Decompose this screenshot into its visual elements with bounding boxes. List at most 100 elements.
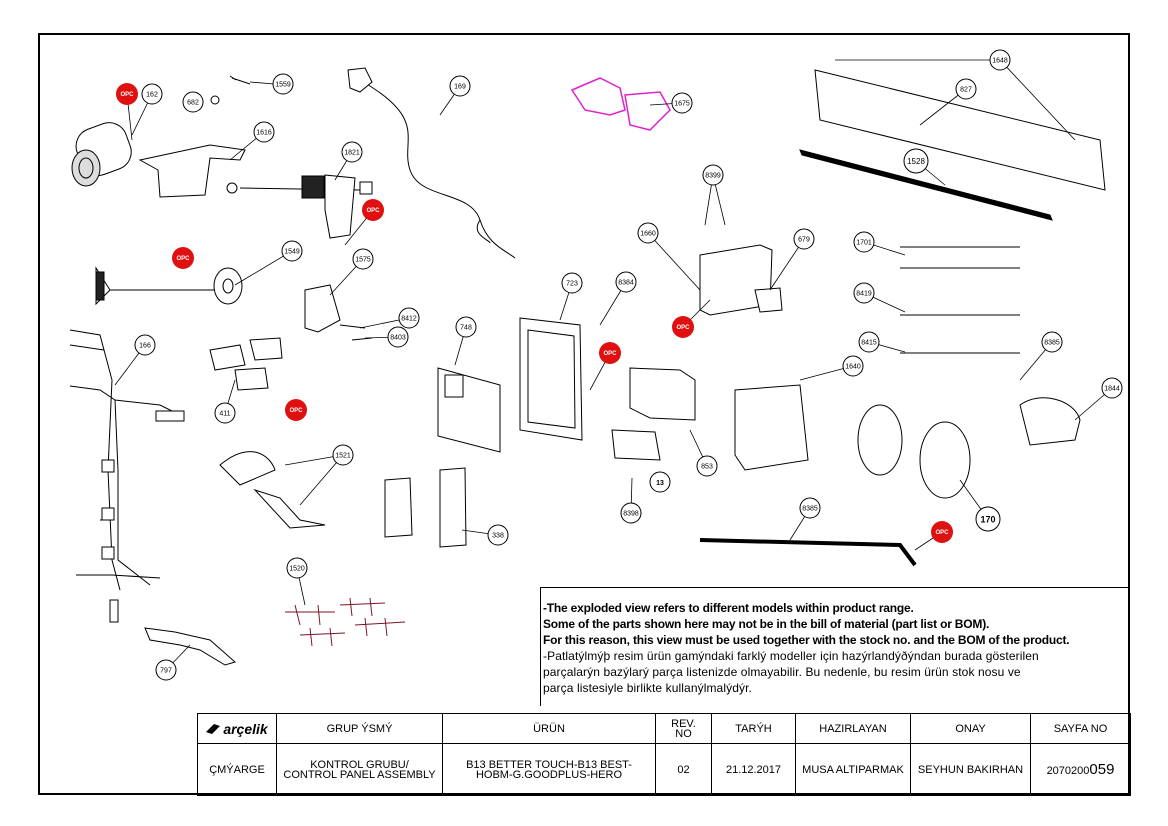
svg-text:338: 338 <box>492 533 504 540</box>
header-date: TARÝH <box>711 713 796 744</box>
svg-text:8385: 8385 <box>1044 340 1060 347</box>
callout-8403: 8403 <box>387 326 409 348</box>
callout-853: 853 <box>696 455 718 477</box>
part-strip-1528 <box>799 149 1053 221</box>
callout-827: 827 <box>955 78 977 100</box>
part-pink-1675 <box>570 77 671 131</box>
note-tr-line: parçalarýn bazýlarý parça listenizde olm… <box>543 665 1021 679</box>
callout-1675: 1675 <box>671 92 693 114</box>
part-capacitor <box>71 122 132 187</box>
callout-8419: 8419 <box>853 282 875 304</box>
opc-badge: OPC <box>116 83 138 105</box>
callout-170: 170 <box>975 506 1001 532</box>
svg-text:1521: 1521 <box>335 453 351 460</box>
svg-text:748: 748 <box>460 325 472 332</box>
svg-text:8419: 8419 <box>856 291 872 298</box>
callout-8399: 8399 <box>702 164 724 186</box>
svg-text:1660: 1660 <box>640 231 656 238</box>
opc-badge: OPC <box>362 199 384 221</box>
part-connector-338 <box>384 467 467 548</box>
opc-badge: OPC <box>285 399 307 421</box>
svg-text:13: 13 <box>656 480 664 487</box>
svg-text:OPC: OPC <box>176 256 190 262</box>
approved-value: SEYHUN BAKIRHAN <box>910 743 1031 796</box>
callout-8415: 8415 <box>858 331 880 353</box>
callout-1844: 1844 <box>1101 377 1123 399</box>
part-levers-1521 <box>219 451 326 529</box>
date-value: 21.12.2017 <box>711 743 796 796</box>
note-en-line: -The exploded view refers to different m… <box>543 601 914 615</box>
callout-748: 748 <box>455 316 477 338</box>
svg-text:1520: 1520 <box>289 566 305 573</box>
opc-badge: OPC <box>599 342 621 364</box>
rev-no-value: 02 <box>655 743 712 796</box>
svg-text:1844: 1844 <box>1104 386 1120 393</box>
svg-text:8412: 8412 <box>401 316 417 323</box>
svg-text:OPC: OPC <box>603 351 617 357</box>
note-tr-line: parça listesiyle birlikte kullanýlmalýdý… <box>543 681 752 695</box>
svg-text:8385: 8385 <box>802 506 818 513</box>
header-rev-no: REV.NO <box>655 713 712 744</box>
svg-text:OPC: OPC <box>935 530 949 536</box>
svg-text:1575: 1575 <box>355 257 371 264</box>
svg-text:8403: 8403 <box>390 335 406 342</box>
callout-8412: 8412 <box>398 307 420 329</box>
opc-badge: OPC <box>672 316 694 338</box>
opc-badge: OPC <box>931 521 953 543</box>
opc-badge: OPC <box>172 247 194 269</box>
part-clip-1844 <box>1019 397 1081 446</box>
prepared-value: MUSA ALTIPARMAK <box>795 743 911 796</box>
callouts: 162 682 1559 169 1675 1648 827 1616 1821… <box>134 49 1123 681</box>
callout-679: 679 <box>793 228 815 250</box>
part-bracket <box>138 144 246 198</box>
svg-text:827: 827 <box>960 87 972 94</box>
part-switch-13 <box>611 429 661 461</box>
arcelik-logo: arçelik <box>206 721 268 737</box>
note-tr-line: -Patlatýlmýþ resim ürün gamýndaki farklý… <box>543 649 1039 663</box>
callout-1520: 1520 <box>286 557 308 579</box>
header-group-name: GRUP ÝSMÝ <box>276 713 443 744</box>
svg-text:162: 162 <box>146 92 158 99</box>
part-pump-1640 <box>734 384 809 471</box>
part-cable-169 <box>359 79 516 259</box>
callout-797: 797 <box>155 659 177 681</box>
svg-text:8415: 8415 <box>861 340 877 347</box>
header-approved: ONAY <box>910 713 1031 744</box>
svg-text:1821: 1821 <box>344 150 360 157</box>
callout-8385-b: 8385 <box>799 497 821 519</box>
sheet-no-value: 2070200059 <box>1030 743 1131 796</box>
part-cable-ties <box>900 246 1020 354</box>
part-cover-853 <box>629 367 696 421</box>
header-product: ÜRÜN <box>442 713 656 744</box>
header-sheet-no: SAYFA NO <box>1030 713 1131 744</box>
note-en-line: Some of the parts shown here may not be … <box>543 617 990 631</box>
svg-text:797: 797 <box>160 668 172 675</box>
callout-1575: 1575 <box>352 248 374 270</box>
logo-mark-icon <box>206 723 221 734</box>
svg-text:723: 723 <box>566 281 578 288</box>
part-wire-harness <box>69 329 185 623</box>
part-rail-827 <box>814 69 1106 191</box>
part-valve-1821 <box>226 174 373 239</box>
callout-338: 338 <box>487 524 509 546</box>
part-clips-411 <box>209 337 283 391</box>
callout-1549: 1549 <box>281 240 303 262</box>
svg-text:1549: 1549 <box>284 249 300 256</box>
svg-text:1675: 1675 <box>674 101 690 108</box>
part-plug <box>347 67 373 93</box>
company-code: ÇMÝARGE <box>197 743 277 796</box>
callout-1640: 1640 <box>842 355 864 377</box>
logo-cell: arçelik <box>197 713 277 744</box>
callout-162: 162 <box>141 83 163 105</box>
svg-text:170: 170 <box>980 515 995 525</box>
header-prepared: HAZIRLAYAN <box>795 713 911 744</box>
svg-text:166: 166 <box>139 343 151 350</box>
svg-text:OPC: OPC <box>676 325 690 331</box>
group-name-value: KONTROL GRUBU/CONTROL PANEL ASSEMBLY <box>276 743 443 796</box>
part-valve-170b <box>919 421 971 499</box>
callout-682: 682 <box>182 91 204 113</box>
svg-text:OPC: OPC <box>366 208 380 214</box>
part-frame-723 <box>519 317 583 441</box>
callout-8385-a: 8385 <box>1041 331 1063 353</box>
